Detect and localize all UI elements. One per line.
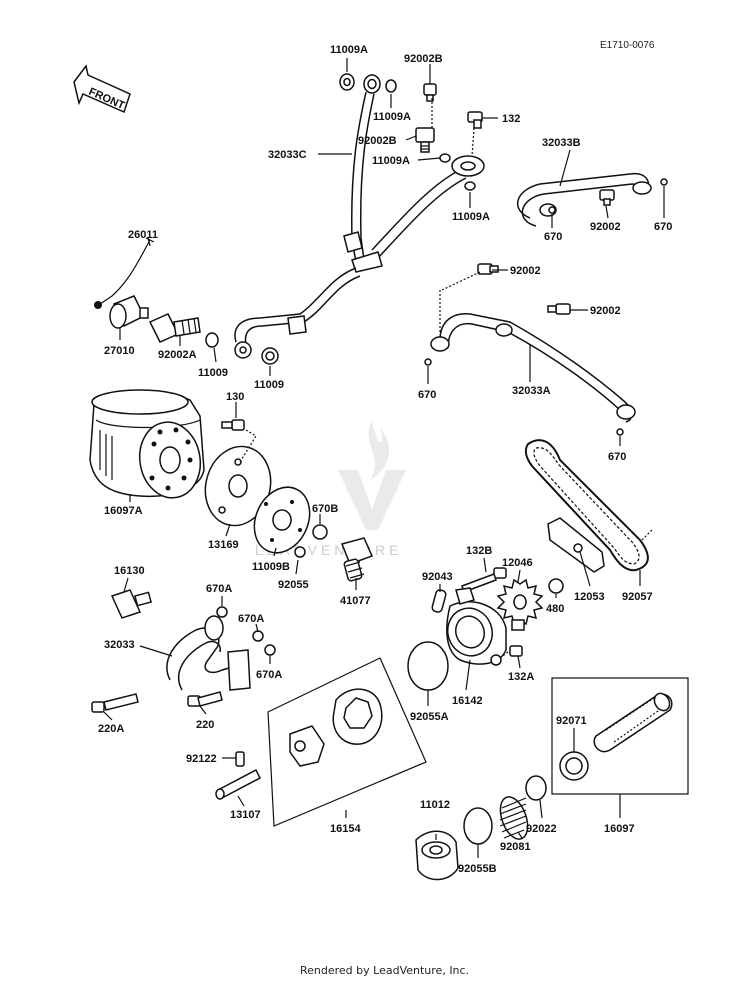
label-92002-2: 92002 — [510, 265, 541, 277]
label-11009A-2: 11009A — [373, 111, 411, 123]
label-11009-1: 11009 — [198, 367, 228, 379]
front-arrow-icon: FRONT — [73, 64, 131, 114]
o-ring-670B — [312, 524, 328, 540]
oil-pipe-32033B — [516, 172, 668, 227]
leader-lines — [103, 58, 665, 858]
label-16097: 16097 — [604, 823, 635, 835]
label-16142: 16142 — [452, 695, 483, 707]
bolt-220 — [187, 691, 223, 707]
label-12053: 12053 — [574, 591, 605, 603]
label-130: 130 — [226, 391, 244, 403]
label-16097A: 16097A — [104, 505, 143, 517]
label-220A: 220A — [98, 723, 124, 735]
label-92002A: 92002A — [158, 349, 197, 361]
label-92022: 92022 — [526, 823, 557, 835]
label-92002B-2: 92002B — [358, 135, 397, 147]
label-11009A-1: 11009A — [330, 44, 368, 56]
o-ring-92055B — [463, 807, 493, 845]
label-670-1: 670 — [544, 231, 562, 243]
pin-92043 — [431, 589, 447, 613]
part-labels: 11009A 92002B 11009A 132 32033C 92002B 1… — [98, 44, 672, 875]
label-11009B: 11009B — [252, 561, 290, 573]
label-11009A-3: 11009A — [372, 155, 410, 167]
label-480: 480 — [546, 603, 564, 615]
label-16154: 16154 — [330, 823, 361, 835]
sprocket-12046 — [496, 578, 544, 631]
label-92055B: 92055B — [458, 863, 497, 875]
label-92081: 92081 — [500, 841, 531, 853]
label-32033B: 32033B — [542, 137, 581, 149]
fitting-16130 — [110, 589, 152, 619]
chain-guide-12053 — [547, 517, 605, 573]
label-92122: 92122 — [186, 753, 217, 765]
label-670-3: 670 — [418, 389, 436, 401]
label-670-2: 670 — [654, 221, 672, 233]
label-32033A: 32033A — [512, 385, 551, 397]
gasket-11009B — [253, 486, 311, 554]
label-92055A: 92055A — [410, 711, 449, 723]
cover-plate-13169 — [204, 419, 272, 527]
label-13107: 13107 — [230, 809, 261, 821]
label-670A-2: 670A — [238, 613, 264, 625]
label-92002-3: 92002 — [590, 305, 621, 317]
oil-pipe-32033C — [205, 73, 485, 365]
bolt-220A — [91, 693, 139, 713]
oil-pipe-32033 — [166, 606, 276, 691]
diagram-code: E1710-0076 — [600, 40, 655, 51]
drive-chain-92057 — [524, 439, 653, 572]
fitting-92002A — [148, 313, 201, 343]
spring-92081 — [499, 796, 529, 840]
label-92002B-1: 92002B — [404, 53, 443, 65]
washer-480 — [548, 578, 564, 594]
label-11012: 11012 — [420, 799, 450, 811]
label-32033C: 32033C — [268, 149, 307, 161]
oil-pipe-32033A — [424, 263, 636, 436]
label-92002-1: 92002 — [590, 221, 621, 233]
washer-92022 — [525, 775, 547, 801]
footer-credit: Rendered by LeadVenture, Inc. — [300, 964, 469, 977]
label-670B: 670B — [312, 503, 338, 515]
label-92043: 92043 — [422, 571, 453, 583]
strainer-kit-16097 — [551, 677, 689, 795]
label-132A: 132A — [508, 671, 534, 683]
pump-housing-16142 — [446, 587, 523, 666]
label-92071: 92071 — [556, 715, 587, 727]
label-92057: 92057 — [622, 591, 653, 603]
relief-valve-41077 — [340, 537, 374, 582]
label-27010: 27010 — [104, 345, 135, 357]
label-92055: 92055 — [278, 579, 309, 591]
plug-11012 — [415, 830, 459, 881]
label-41077: 41077 — [340, 595, 371, 607]
label-670-4: 670 — [608, 451, 626, 463]
label-670A-1: 670A — [206, 583, 232, 595]
shaft-13107 — [215, 751, 261, 800]
label-12046: 12046 — [502, 557, 533, 569]
label-13169: 13169 — [208, 539, 239, 551]
rotor-kit-16154 — [267, 657, 427, 827]
oil-filter-16097A — [89, 389, 205, 499]
label-132: 132 — [502, 113, 520, 125]
label-11009A-4: 11009A — [452, 211, 490, 223]
label-132B: 132B — [466, 545, 492, 557]
o-ring-92055 — [294, 546, 306, 558]
label-670A-3: 670A — [256, 669, 282, 681]
label-220: 220 — [196, 719, 214, 731]
label-16130: 16130 — [114, 565, 145, 577]
label-11009-2: 11009 — [254, 379, 284, 391]
o-ring-92055A — [407, 641, 449, 691]
label-26011: 26011 — [128, 229, 158, 241]
oil-pressure-switch-27010 — [94, 237, 155, 329]
label-32033: 32033 — [104, 639, 135, 651]
